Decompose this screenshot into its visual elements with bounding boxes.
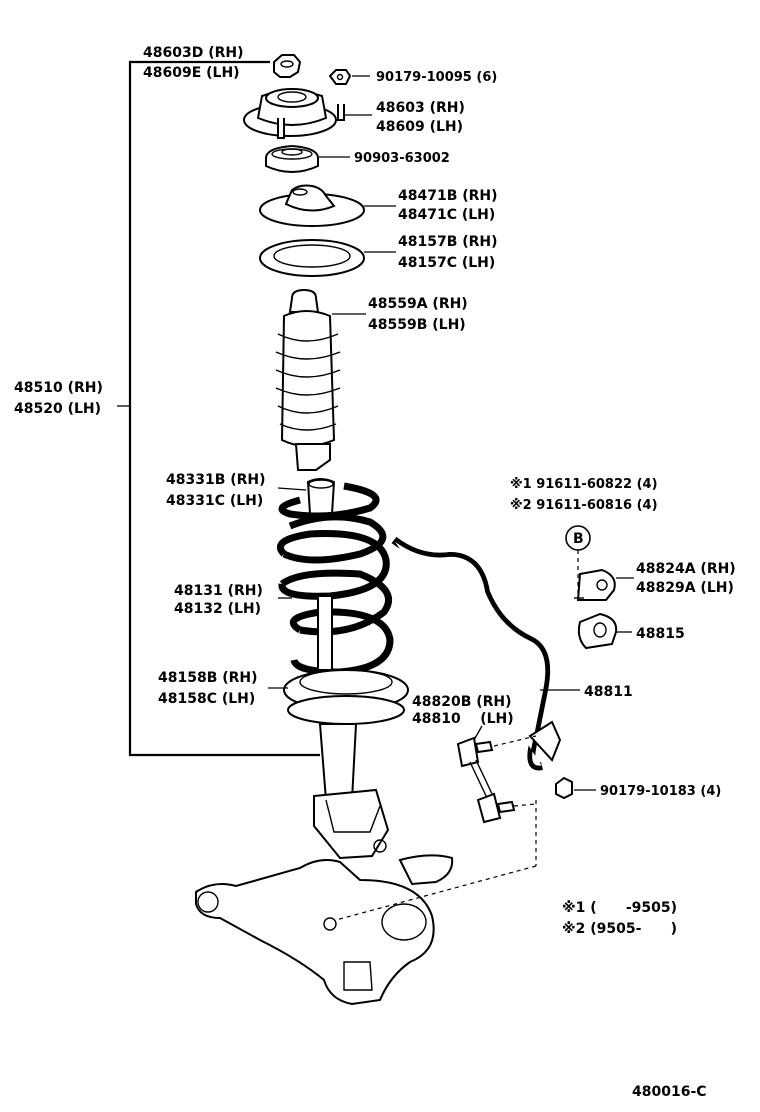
label-lower-insulator-rh: 48158B (RH) [158, 670, 258, 686]
bumper-leader [277, 487, 307, 491]
callout-b-label: B [573, 531, 584, 547]
link-dash-knuckle [335, 865, 537, 921]
label-boot-rh: 48559A (RH) [368, 296, 468, 312]
lower-insulator-part [283, 669, 409, 725]
label-link-lh: 48810 (LH) [412, 711, 514, 727]
label-bushing: 48815 [636, 626, 685, 642]
label-note-1: ※1 ( -9505) [562, 900, 677, 916]
strut-support-part [243, 88, 345, 139]
label-upper-seat-rh: 48471B (RH) [398, 188, 498, 204]
mount-nut-part [328, 69, 352, 85]
link-dash-mid [513, 803, 537, 807]
label-insulator-lh: 48157C (LH) [398, 255, 495, 271]
label-strut-assy-lh: 48520 (LH) [14, 401, 101, 417]
insulator-part [259, 239, 365, 277]
coil-spring-part [276, 482, 394, 676]
label-upper-nut-lh: 48609E (LH) [143, 65, 240, 81]
label-bracket-bolt-2: ※2 91611-60816 (4) [510, 498, 658, 513]
label-strut-assy-rh: 48510 (RH) [14, 380, 103, 396]
label-stabilizer-bar: 48811 [584, 684, 633, 700]
callout-b-circle [565, 525, 591, 551]
stabilizer-bar-part [391, 536, 562, 771]
label-upper-seat-lh: 48471C (LH) [398, 207, 495, 223]
label-link-rh: 48820B (RH) [412, 694, 512, 710]
upper-seat-part [259, 184, 365, 227]
shock-absorber-part [313, 595, 390, 860]
label-insulator-rh: 48157B (RH) [398, 234, 498, 250]
bearing-part [265, 144, 319, 173]
label-bumper-lh: 48331C (LH) [166, 493, 263, 509]
knuckle-arm-part [195, 854, 454, 1006]
label-link-nut: 90179-10183 (4) [600, 784, 721, 799]
upper-nut-part [273, 54, 302, 78]
boot-part [275, 288, 341, 471]
stabilizer-link-part [456, 736, 516, 824]
label-support-rh: 48603 (RH) [376, 100, 465, 116]
link-dash-top [493, 735, 537, 747]
link-nut-part [555, 776, 573, 800]
label-support-lh: 48609 (LH) [376, 119, 463, 135]
label-bracket-rh: 48824A (RH) [636, 561, 736, 577]
label-spring-lh: 48132 (LH) [174, 601, 261, 617]
assembly-bracket [128, 60, 320, 757]
bumper-part [306, 478, 336, 515]
diagram-code: 480016-C [632, 1084, 707, 1100]
bracket-part [574, 568, 616, 601]
label-mount-nut: 90179-10095 (6) [376, 70, 497, 85]
label-upper-nut-rh: 48603D (RH) [143, 45, 244, 61]
label-bumper-rh: 48331B (RH) [166, 472, 266, 488]
label-bearing: 90903-63002 [354, 151, 450, 166]
label-spring-rh: 48131 (RH) [174, 583, 263, 599]
label-note-2: ※2 (9505- ) [562, 921, 677, 937]
label-bracket-lh: 48829A (LH) [636, 580, 734, 596]
label-lower-insulator-lh: 48158C (LH) [158, 691, 255, 707]
bushing-part [577, 612, 618, 650]
label-bracket-bolt-1: ※1 91611-60822 (4) [510, 477, 658, 492]
label-boot-lh: 48559B (LH) [368, 317, 466, 333]
link-leader [473, 725, 483, 741]
